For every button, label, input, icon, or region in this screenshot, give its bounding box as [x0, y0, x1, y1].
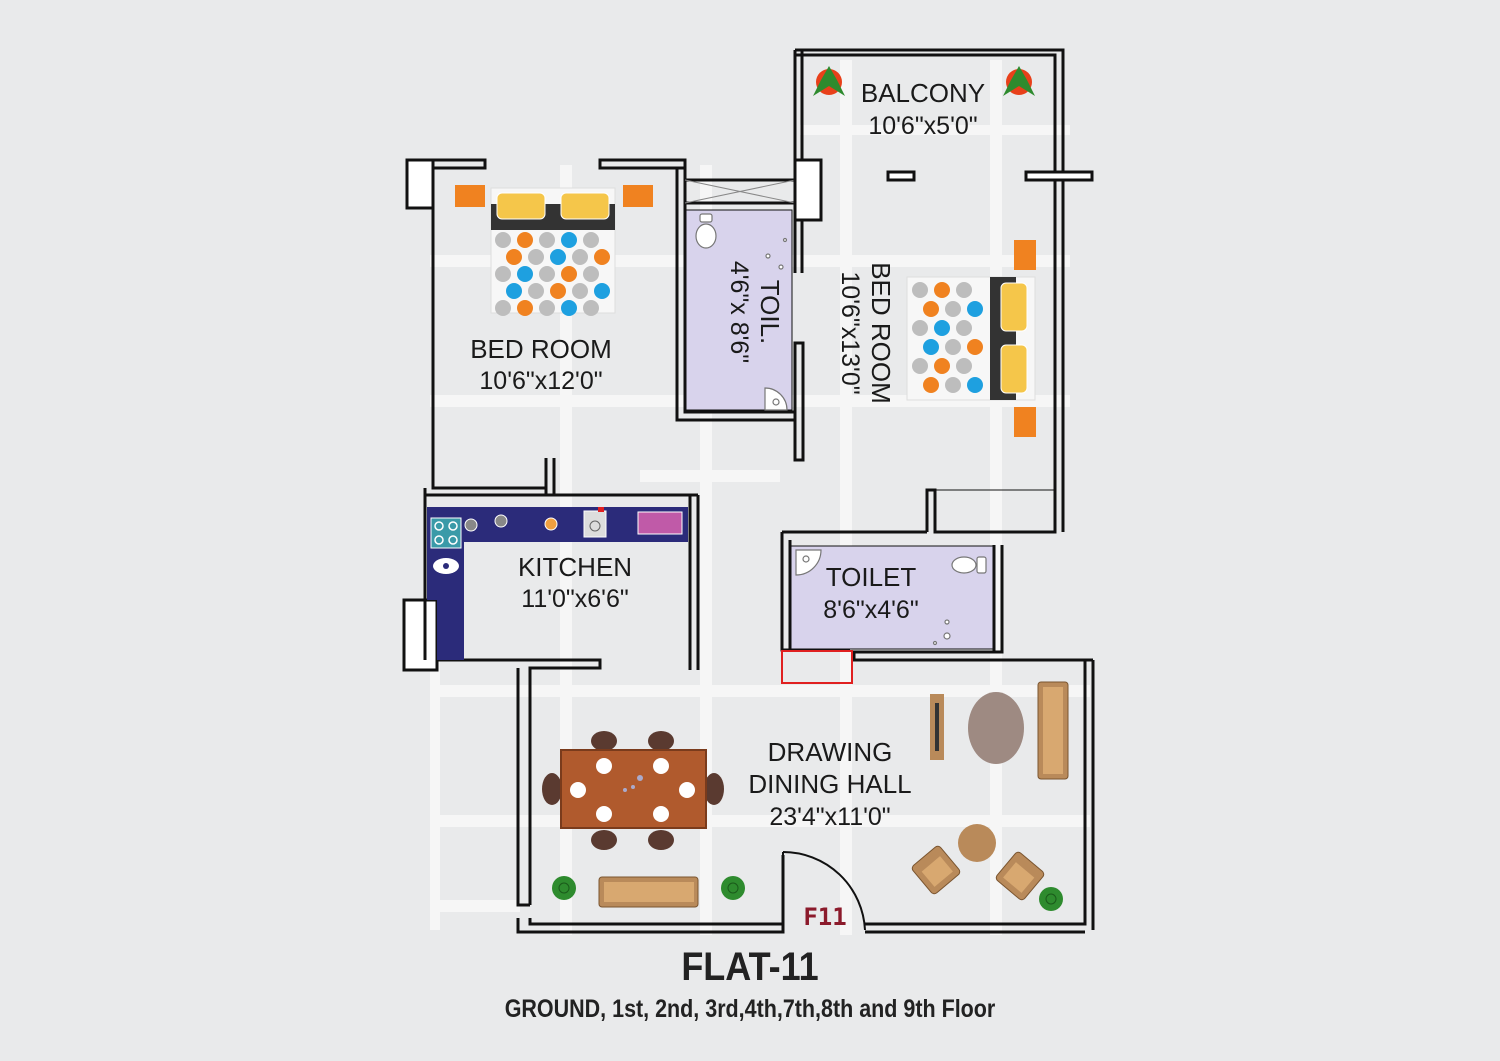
sofa-icon: [1037, 681, 1069, 780]
armchair-icon: [911, 845, 961, 895]
toilet1-fixtures: [695, 213, 788, 411]
bedroom2-size: 10'6"x13'0": [836, 271, 864, 394]
kitchen-name: KITCHEN: [518, 552, 632, 582]
bed1-pattern: [495, 232, 610, 316]
bed-dot: [517, 300, 533, 316]
toilet1-name: TOIL.: [755, 280, 785, 345]
bed-dot: [934, 358, 950, 374]
hall-size: 23'4"x11'0": [769, 803, 890, 831]
plant-icon: [1039, 887, 1063, 911]
bed-dot: [495, 300, 511, 316]
bed-dot: [967, 377, 983, 393]
bed-dot: [517, 266, 533, 282]
bed-dot: [923, 301, 939, 317]
tv-unit-icon: [930, 694, 944, 760]
balcony-name: BALCONY: [861, 78, 985, 108]
bed-dot: [572, 249, 588, 265]
bed-dot: [934, 320, 950, 336]
bed-dot: [528, 249, 544, 265]
bed-dot: [967, 339, 983, 355]
bed-dot: [945, 377, 961, 393]
bed-dot: [956, 282, 972, 298]
stove-icon: [430, 517, 462, 549]
bed-dot: [561, 232, 577, 248]
door-marker: [781, 650, 853, 684]
bed-dot: [495, 232, 511, 248]
bed-dot: [594, 283, 610, 299]
bed-dot: [594, 249, 610, 265]
toilet2-name: TOILET: [826, 562, 917, 592]
hob-icon: [637, 511, 683, 535]
bed-dot: [934, 282, 950, 298]
bed-dot: [583, 232, 599, 248]
page-title: FLAT-11: [681, 945, 818, 989]
hall-name-line1: DRAWING: [768, 737, 893, 767]
bed-dot: [528, 283, 544, 299]
bed-dot: [923, 377, 939, 393]
armchair-icon: [995, 851, 1045, 901]
bed-dot: [945, 301, 961, 317]
sink-icon: [583, 507, 607, 538]
bed-dot: [945, 339, 961, 355]
plant-icon: [721, 876, 745, 900]
bed-dot: [539, 300, 555, 316]
kitchen-counter: [427, 507, 688, 660]
toilet2-fixtures: [795, 549, 987, 646]
bed-dot: [561, 266, 577, 282]
side-table-icon: [958, 824, 996, 862]
coffee-table-icon: [968, 692, 1024, 764]
balcony-size: 10'6"x5'0": [868, 112, 977, 140]
bed-dot: [956, 320, 972, 336]
bedroom1-name: BED ROOM: [470, 334, 612, 364]
bed-dot: [583, 300, 599, 316]
page-subtitle: GROUND, 1st, 2nd, 3rd,4th,7th,8th and 9t…: [505, 994, 996, 1022]
toilet1-size: 4'6"x 8'6": [725, 261, 753, 363]
bed-dot: [550, 249, 566, 265]
bed-dot: [912, 358, 928, 374]
entrance-label: F11: [803, 903, 846, 931]
bed-dot: [912, 282, 928, 298]
toilet2-size: 8'6"x4'6": [823, 596, 918, 624]
bed-dot: [923, 339, 939, 355]
bed-dot: [561, 300, 577, 316]
bed-dot: [539, 232, 555, 248]
bed-dot: [517, 232, 533, 248]
fridge-icon: [433, 558, 459, 574]
bed-dot: [956, 358, 972, 374]
bed-dot: [912, 320, 928, 336]
plant-icon: [552, 876, 576, 900]
entrance-door-icon: [782, 850, 866, 931]
sofa-icon: [598, 876, 699, 908]
bed2-icon: [906, 240, 1036, 437]
bed-dot: [506, 249, 522, 265]
walls: [402, 48, 1095, 934]
bed-dot: [506, 283, 522, 299]
bed-dot: [572, 283, 588, 299]
hall-name-line2: DINING HALL: [748, 769, 911, 799]
bed-dot: [583, 266, 599, 282]
plant-icon: [1003, 66, 1035, 96]
bed-dot: [550, 283, 566, 299]
bedroom2-name: BED ROOM: [866, 262, 896, 404]
dining-table-icon: [542, 731, 724, 850]
bed-dot: [967, 301, 983, 317]
kitchen-size: 11'0"x6'6": [521, 585, 628, 613]
bedroom1-size: 10'6"x12'0": [479, 367, 602, 395]
bed2-pattern: [912, 282, 983, 393]
plant-icon: [813, 66, 845, 96]
bed-dot: [539, 266, 555, 282]
bed-dot: [495, 266, 511, 282]
